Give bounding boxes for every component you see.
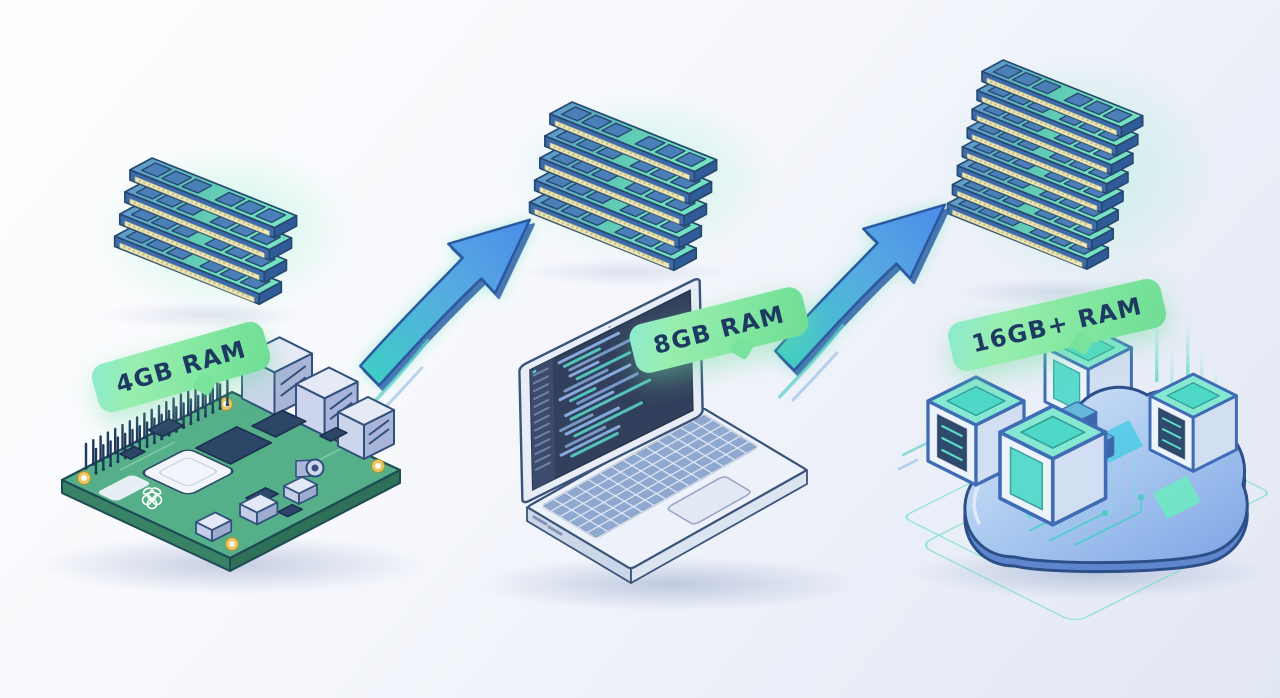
usb-port-stack — [337, 396, 395, 460]
data-stream — [1186, 322, 1190, 380]
ram-stick — [124, 179, 293, 261]
ram-stack-16gb — [946, 59, 1144, 270]
webcam-dot — [608, 325, 611, 328]
micro-hdmi-port — [239, 492, 279, 526]
ram-stick — [528, 189, 698, 272]
chip — [277, 503, 304, 518]
ram-stick — [981, 59, 1144, 138]
arrow-body — [358, 218, 532, 387]
ram-stick — [129, 157, 298, 239]
memory-chip — [1031, 79, 1062, 95]
memory-chip — [1063, 92, 1094, 108]
trackpad — [666, 476, 752, 525]
ram-chip — [251, 409, 307, 438]
code-editor-sidebar — [530, 358, 556, 490]
memory-chip — [601, 122, 633, 138]
cloud-server-illustration — [897, 292, 1268, 620]
laptop-shadow — [478, 557, 858, 611]
speed-line — [791, 351, 839, 402]
data-stream — [1155, 318, 1159, 382]
memory-chip — [1102, 108, 1133, 123]
side-port — [532, 515, 548, 526]
ram-stack-4gb — [113, 157, 298, 306]
memory-chip — [214, 191, 246, 207]
memory-chip — [992, 64, 1023, 79]
soc-chip — [195, 425, 273, 465]
memory-chip — [634, 135, 666, 151]
arrow-body — [773, 203, 947, 372]
side-port — [547, 525, 563, 536]
speed-line — [777, 323, 845, 399]
memory-chip — [255, 207, 287, 224]
memory-chip — [161, 170, 193, 186]
server-cube-front — [998, 404, 1108, 527]
raspberry-pi-illustration — [35, 336, 425, 595]
memory-chip — [560, 106, 592, 122]
chip — [119, 445, 146, 460]
chip — [319, 426, 348, 442]
memory-chip — [1083, 100, 1114, 116]
pi-sticker — [98, 475, 150, 501]
raspberry-logo-icon — [141, 487, 163, 510]
memory-chip — [181, 178, 213, 194]
memory-chip — [234, 199, 266, 216]
laptop-illustration — [478, 277, 858, 611]
circuit-panel — [1153, 476, 1201, 519]
memory-chip — [1012, 71, 1042, 87]
memory-chip — [654, 143, 686, 160]
upgrade-arrow-laptop-to-cloud — [773, 203, 947, 402]
memory-chip — [581, 114, 613, 130]
server-cube-right — [1148, 372, 1238, 473]
laptop-lid — [519, 277, 702, 504]
micro-hdmi-port — [283, 476, 318, 505]
ram-stack-8gb — [528, 101, 718, 272]
memory-chip — [675, 151, 707, 168]
ram-stick — [549, 101, 718, 183]
usb-c-port — [195, 511, 233, 543]
heatsink — [142, 449, 234, 495]
memory-chip — [140, 162, 172, 178]
chip — [147, 418, 185, 438]
